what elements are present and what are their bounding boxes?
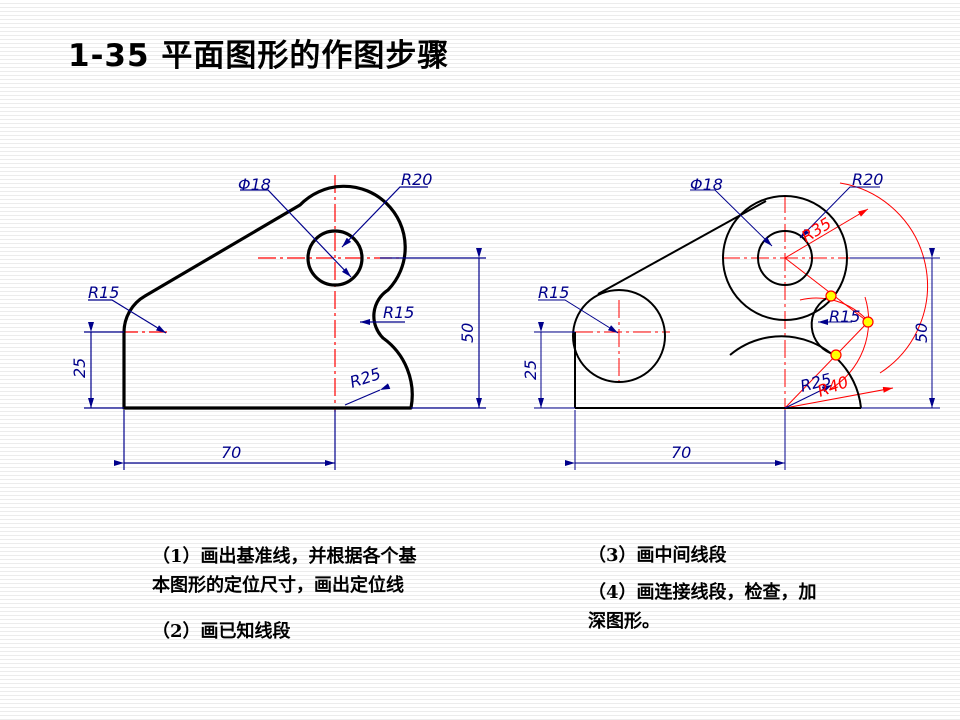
right-drawing: Φ18 R20 R35 R15 R15 R25 R40 25 50 70 — [521, 170, 940, 470]
right-label-d25: 25 — [521, 360, 540, 380]
tangent-point-2 — [862, 316, 874, 328]
right-label-d70: 70 — [671, 443, 691, 462]
left-label-r15-right: R15 — [383, 303, 414, 322]
step-3: （3）画中间线段 — [588, 545, 727, 566]
left-label-d50: 50 — [458, 323, 477, 343]
left-label-r20: R20 — [401, 170, 432, 189]
right-centerlines — [575, 195, 900, 412]
step-2: （2）画已知线段 — [152, 621, 291, 642]
left-label-r15-top: R15 — [88, 283, 119, 302]
right-construction-arcs — [799, 182, 928, 391]
left-dimensions — [84, 186, 486, 470]
right-label-r35: R35 — [798, 214, 835, 247]
right-outline — [572, 195, 862, 409]
right-label-d50: 50 — [912, 323, 931, 343]
step-4-line-1: （4）画连接线段，检查，加 — [588, 582, 817, 603]
right-dim-labels: Φ18 R20 R35 R15 R15 R25 R40 25 50 70 — [521, 170, 931, 462]
tangent-point-3 — [830, 349, 842, 361]
left-label-d70: 70 — [221, 443, 241, 462]
step-1-line-2: 本图形的定位尺寸，画出定位线 — [152, 575, 404, 596]
right-label-r15-right: R15 — [829, 307, 860, 326]
step-4-line-2: 深图形。 — [588, 611, 660, 632]
left-hole — [306, 229, 364, 287]
right-dimensions — [534, 186, 940, 470]
left-label-d25: 25 — [70, 358, 89, 378]
right-label-dia: Φ18 — [690, 175, 723, 194]
page-title: 1-35 平面图形的作图步骤 — [68, 38, 450, 74]
step-1-line-1: （1）画出基准线，并根据各个基 — [152, 546, 417, 567]
tangent-point-1 — [825, 290, 837, 302]
right-tangent-points — [825, 290, 874, 361]
left-outline — [122, 184, 414, 410]
left-label-r25: R25 — [347, 364, 383, 392]
right-label-r15-left: R15 — [538, 283, 569, 302]
left-drawing: Φ18 R20 R15 R15 R25 25 50 70 — [70, 170, 486, 470]
left-label-dia: Φ18 — [238, 175, 271, 194]
right-label-r20: R20 — [852, 170, 883, 189]
left-dim-labels: Φ18 R20 R15 R15 R25 25 50 70 — [70, 170, 477, 462]
right-construction-lines — [784, 208, 894, 409]
